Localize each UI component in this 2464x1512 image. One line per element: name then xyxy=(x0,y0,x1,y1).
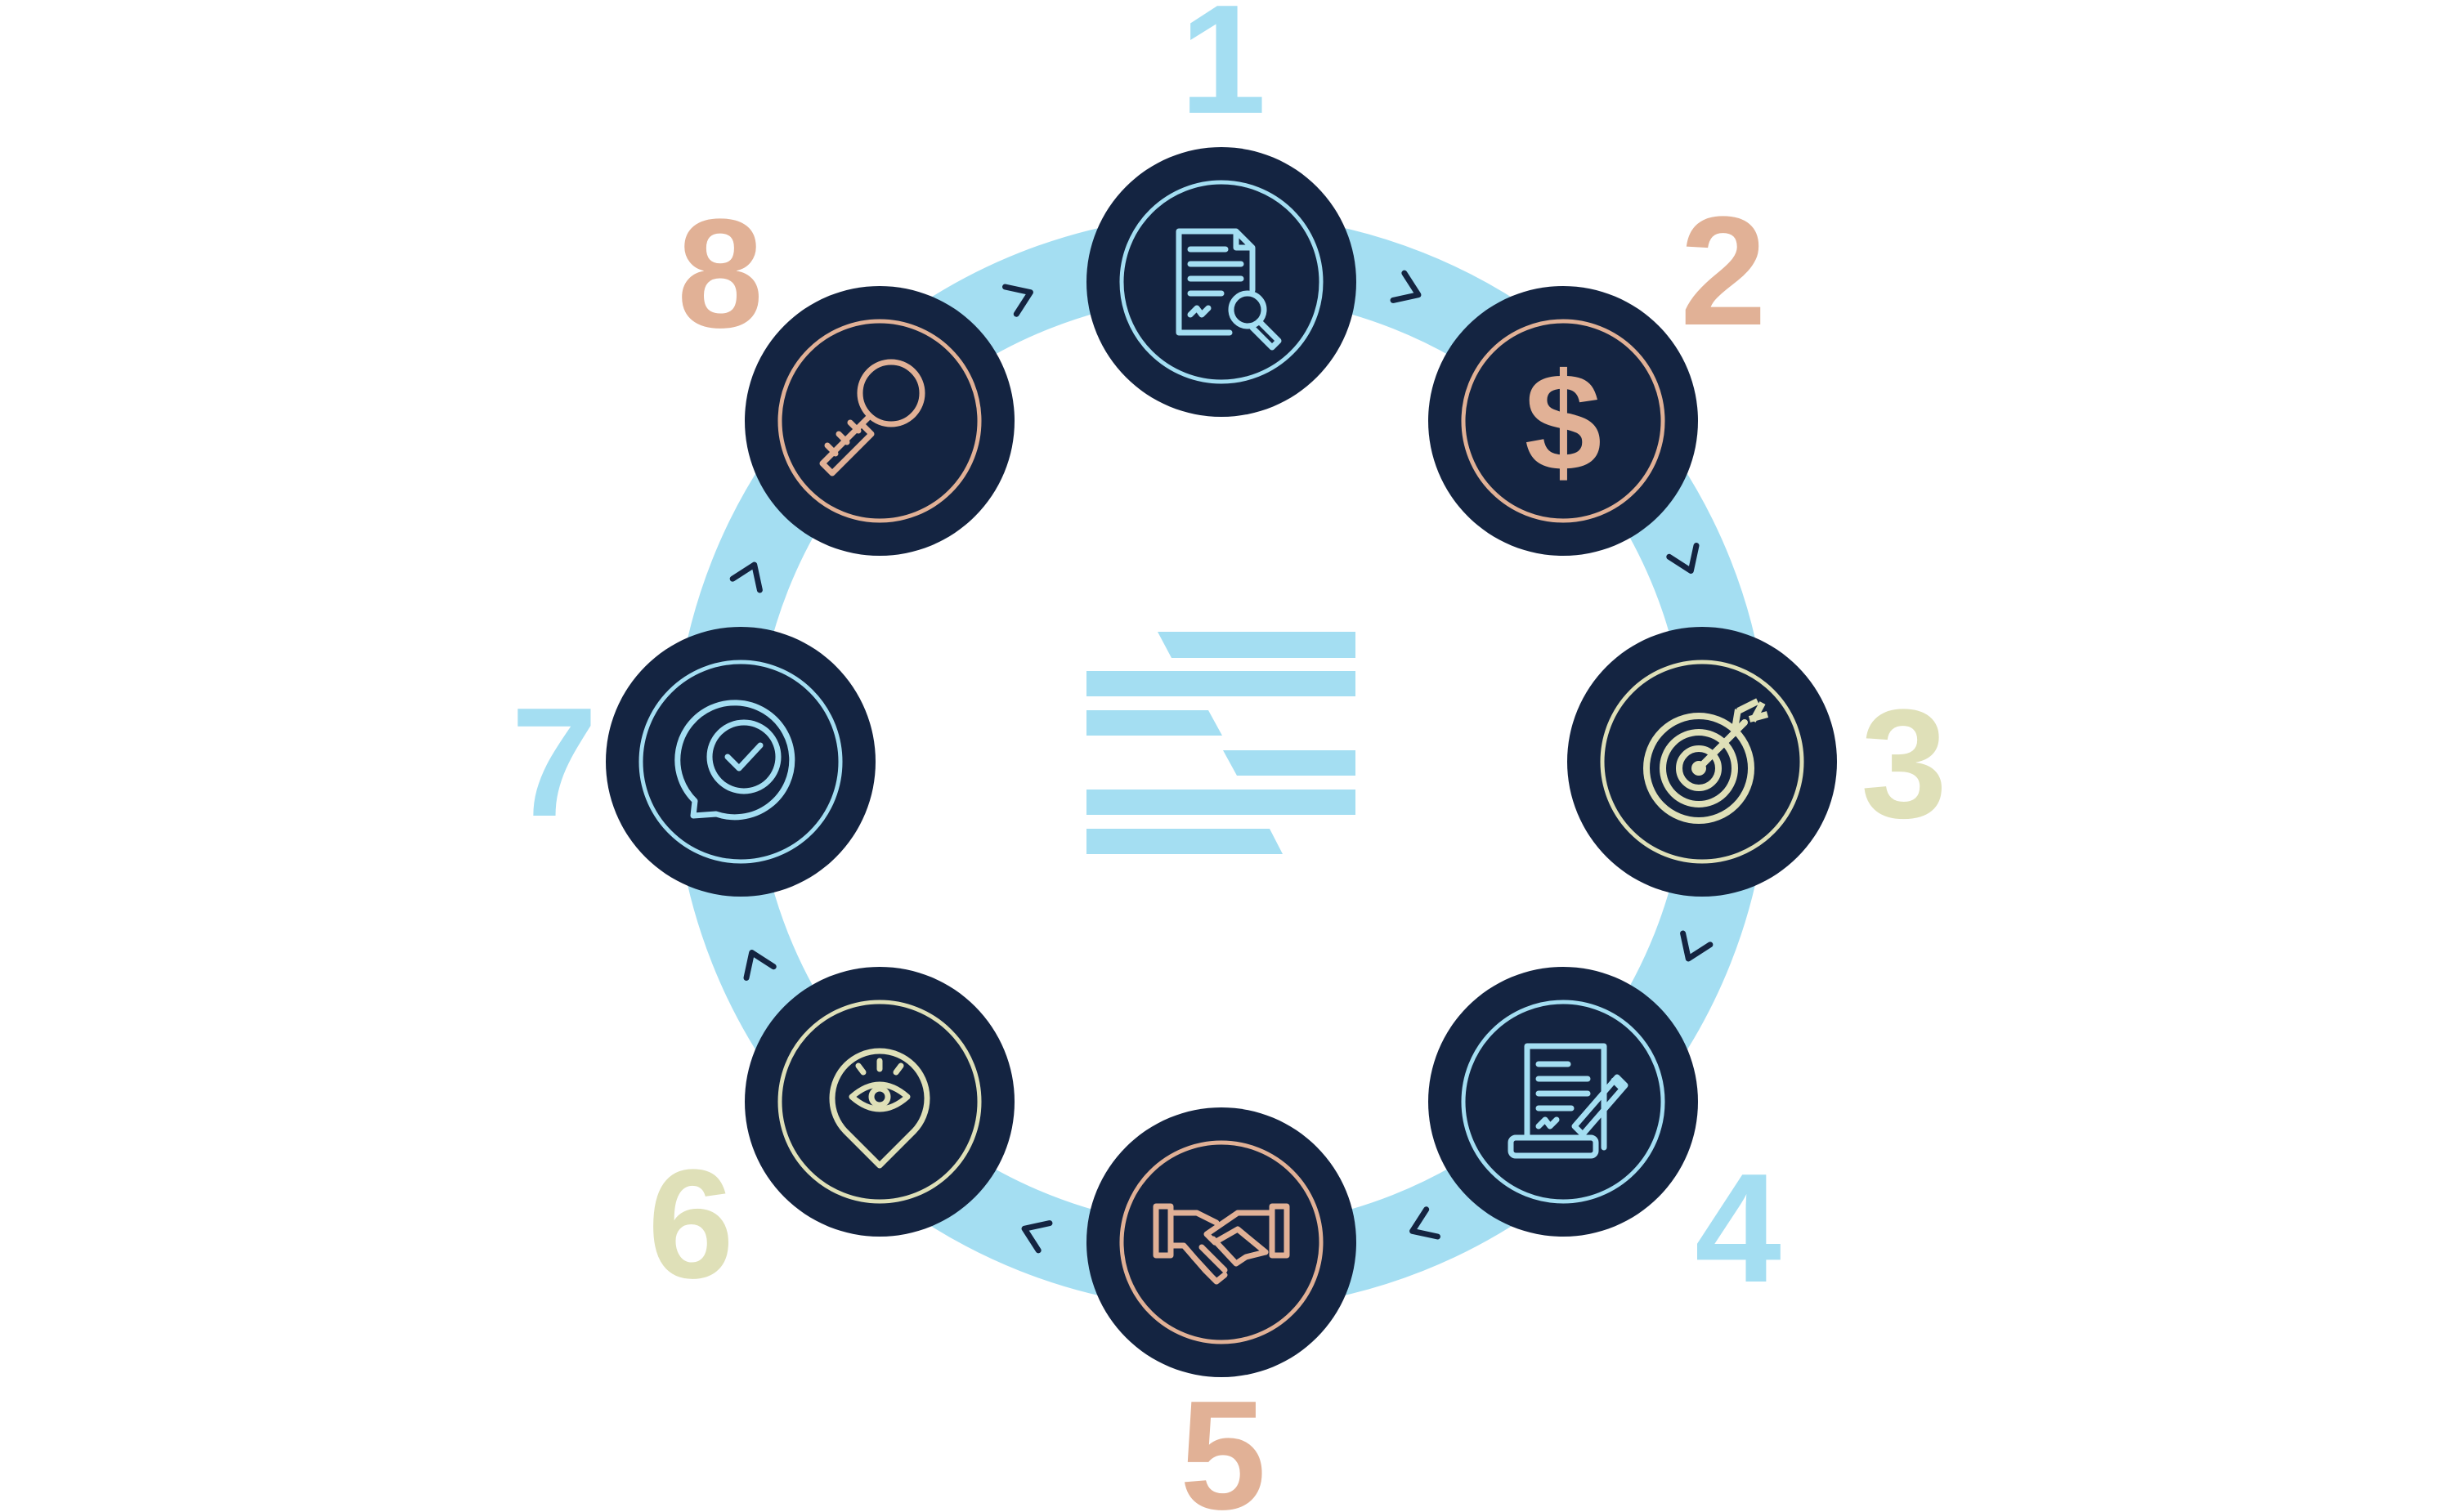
step-node-disc xyxy=(1086,1107,1356,1377)
target-icon xyxy=(1643,698,1769,824)
step-number-2: 2 xyxy=(1680,185,1767,358)
step-number-5: 5 xyxy=(1180,1369,1266,1512)
step-node-ring xyxy=(1461,1000,1665,1204)
step-node-1 xyxy=(1086,147,1356,417)
eye-location-pin-icon xyxy=(829,1048,930,1169)
step-node-ring xyxy=(777,319,982,523)
chevron-icon xyxy=(743,950,777,981)
chevron-icon xyxy=(729,561,763,593)
chevron-icon xyxy=(1680,930,1714,962)
magnifier-icon xyxy=(819,359,925,476)
step-number-6: 6 xyxy=(647,1138,734,1311)
step-number-4: 4 xyxy=(1695,1142,1781,1315)
connector-arrows xyxy=(729,270,1714,1254)
step-number-1: 1 xyxy=(1180,0,1266,146)
step-nodes: $ xyxy=(606,147,1837,1377)
step-number-3: 3 xyxy=(1861,678,1947,851)
step-node-6 xyxy=(745,967,1015,1237)
step-node-disc xyxy=(606,627,876,897)
chevron-icon xyxy=(1021,1220,1053,1254)
step-node-ring xyxy=(638,660,843,864)
chat-check-icon xyxy=(674,700,795,821)
step-number-8: 8 xyxy=(677,187,764,360)
step-node-3 xyxy=(1567,627,1837,897)
contract-sign-icon xyxy=(1508,1043,1628,1159)
step-node-8 xyxy=(745,286,1015,556)
step-node-2: $ xyxy=(1428,286,1698,556)
step-number-7: 7 xyxy=(511,676,598,849)
step-node-disc xyxy=(1086,147,1356,417)
step-node-ring xyxy=(1600,660,1804,864)
text-align-lines-icon xyxy=(1086,632,1355,854)
chevron-icon xyxy=(1002,284,1033,317)
step-node-disc xyxy=(745,967,1015,1237)
chevron-icon xyxy=(1409,1206,1440,1240)
dollar-icon: $ xyxy=(1525,345,1602,500)
step-node-ring xyxy=(1119,1140,1324,1344)
step-node-ring xyxy=(1119,180,1324,384)
chevron-icon xyxy=(1390,270,1422,303)
step-numbers: 1 2 3 4 5 6 7 8 xyxy=(511,0,1947,1512)
step-node-5 xyxy=(1086,1107,1356,1377)
step-node-disc xyxy=(1428,286,1698,556)
svg-text:$: $ xyxy=(1525,345,1602,500)
document-search-icon xyxy=(1176,228,1282,351)
step-node-ring xyxy=(777,1000,982,1204)
step-node-4 xyxy=(1428,967,1698,1237)
step-node-7 xyxy=(606,627,876,897)
handshake-icon xyxy=(1153,1203,1290,1285)
chevron-icon xyxy=(1666,543,1700,574)
step-node-disc xyxy=(1428,967,1698,1237)
step-node-ring xyxy=(1461,319,1665,523)
